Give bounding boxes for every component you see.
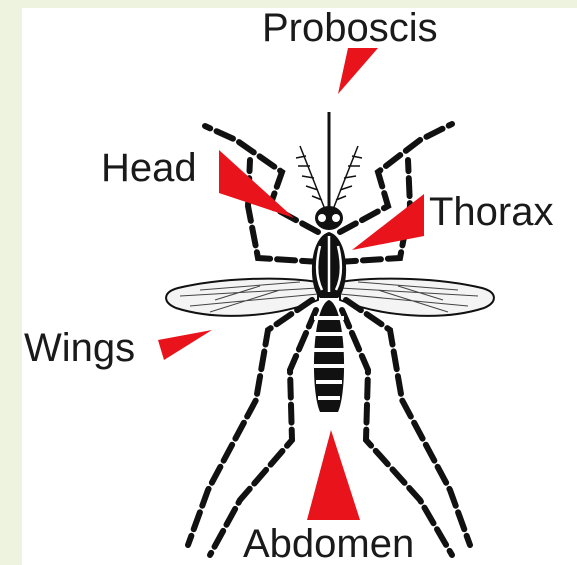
head-pointer (219, 150, 294, 218)
wings-pointer (158, 330, 212, 360)
wings-label: Wings (24, 328, 135, 368)
eye-left (318, 214, 326, 222)
head-label: Head (101, 148, 197, 188)
thorax-group (312, 232, 346, 298)
right-antenna (332, 146, 362, 212)
abdomen-label: Abdomen (243, 524, 414, 564)
thorax-label: Thorax (429, 192, 554, 232)
proboscis-pointer (338, 48, 378, 94)
eye-right (332, 214, 340, 222)
hind-left-leg (210, 310, 316, 555)
proboscis-label: Proboscis (262, 8, 438, 48)
abdomen-group (313, 300, 345, 412)
left-antenna (296, 146, 326, 212)
abdomen-pointer (307, 430, 360, 520)
